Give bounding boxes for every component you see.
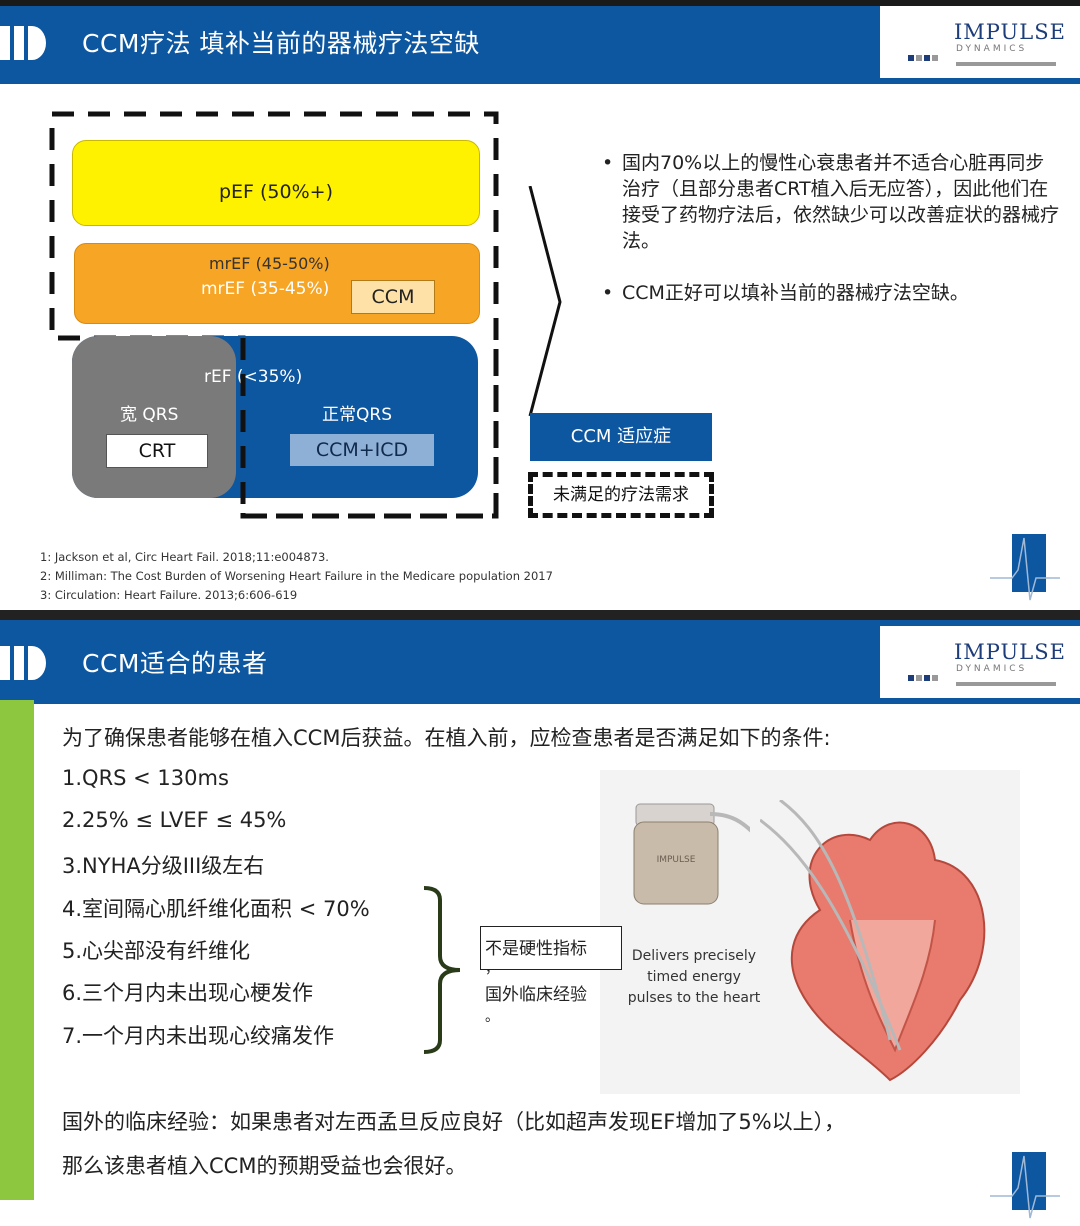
criterion-item: 4.室间隔心肌纤维化面积 < 70%	[62, 897, 370, 921]
crt-box: CRT	[106, 434, 208, 468]
criterion-item: 5.心尖部没有纤维化	[62, 939, 251, 963]
criterion-item: 2.25% ≤ LVEF ≤ 45%	[62, 808, 287, 832]
note-period: 。	[485, 1009, 499, 1025]
ref-label: rEF (<35%)	[204, 367, 303, 387]
intro-text: 为了确保患者能够在植入CCM后获益。在植入前，应检查患者是否满足如下的条件:	[62, 726, 831, 750]
section-bars-icon	[0, 26, 46, 60]
mref-label-1: mrEF (45-50%)	[209, 254, 330, 273]
header-top-stripe	[0, 0, 1080, 6]
reference-item: 2: Milliman: The Cost Burden of Worsenin…	[40, 569, 553, 583]
criterion-item: 7.一个月内未出现心绞痛发作	[62, 1024, 335, 1048]
note-line-2: 国外临床经验	[485, 985, 587, 1005]
note-box	[480, 926, 622, 970]
ccm-device-icon: IMPULSE	[633, 803, 750, 905]
slide-header: CCM适合的患者 IMPULSE DYNAMICS	[0, 620, 1080, 704]
logo-subtitle: DYNAMICS	[956, 44, 1028, 54]
slide-title: CCM疗法 填补当前的器械疗法空缺	[82, 29, 480, 58]
chevron-right-icon	[528, 186, 562, 417]
caption-line: timed energy	[647, 969, 741, 985]
ccm-icd-box: CCM+ICD	[290, 434, 434, 466]
slide-header: CCM疗法 填补当前的器械疗法空缺 IMPULSE DYNAMICS	[0, 0, 1080, 84]
illustration-caption: Delivers precisely timed energy pulses t…	[624, 946, 764, 1009]
mref-label-2: mrEF (35-45%)	[201, 279, 330, 299]
wide-qrs-box: 宽 QRS CRT	[72, 336, 236, 498]
reference-item: 3: Circulation: Heart Failure. 2013;6:60…	[40, 588, 298, 602]
pulse-wave-logo-icon	[990, 534, 1060, 601]
logo-dots-icon	[908, 666, 940, 685]
footer-text-line-2: 那么该患者植入CCM的预期受益也会很好。	[62, 1154, 467, 1178]
logo-dots-icon	[908, 46, 940, 65]
device-label: IMPULSE	[657, 855, 696, 865]
ccm-box: CCM	[351, 280, 435, 314]
criterion-item: 6.三个月内未出现心梗发作	[62, 981, 314, 1005]
accent-bar	[0, 700, 34, 1200]
criterion-item: 1.QRS < 130ms	[62, 766, 229, 790]
note-comma: ，	[485, 961, 499, 977]
curly-brace-icon	[423, 886, 461, 1054]
impulse-logo: IMPULSE DYNAMICS	[880, 626, 1080, 698]
caption-line: Delivers precisely	[631, 948, 757, 964]
wide-qrs-label: 宽 QRS	[120, 405, 179, 425]
criterion-item: 3.NYHA分级III级左右	[62, 854, 265, 878]
reference-item: 1: Jackson et al, Circ Heart Fail. 2018;…	[40, 550, 329, 564]
logo-subtitle: DYNAMICS	[956, 664, 1028, 674]
logo-underline	[956, 682, 1056, 686]
unmet-need-box: 未满足的疗法需求	[528, 472, 714, 518]
impulse-logo: IMPULSE DYNAMICS	[880, 6, 1080, 78]
bullet-item: 国内70%以上的慢性心衰患者并不适合心脏再同步治疗（且部分患者CRT植入后无应答…	[600, 150, 1060, 254]
ccm-indication-box: CCM 适应症	[530, 413, 712, 461]
mref-box: mrEF (45-50%) mrEF (35-45%) CCM	[74, 243, 480, 324]
dashed-outline	[49, 111, 499, 519]
slide-separator	[0, 610, 1080, 620]
slide-device-gap: CCM疗法 填补当前的器械疗法空缺 IMPULSE DYNAMICS pEF (…	[0, 0, 1080, 610]
caption-line: pulses to the heart	[627, 990, 761, 1006]
logo-wordmark: IMPULSE	[954, 20, 1066, 44]
bullet-list: 国内70%以上的慢性心衰患者并不适合心脏再同步治疗（且部分患者CRT植入后无应答…	[600, 150, 1060, 332]
slide-title: CCM适合的患者	[82, 649, 268, 678]
section-bars-icon	[0, 646, 46, 680]
pulse-wave-logo-icon	[990, 1152, 1060, 1219]
bullet-item: CCM正好可以填补当前的器械疗法空缺。	[600, 280, 1060, 306]
logo-wordmark: IMPULSE	[954, 640, 1066, 664]
ccm-device-illustration: IMPULSE Delivers precisely timed energy …	[600, 770, 1020, 1094]
logo-underline	[956, 62, 1056, 66]
slide-suitable-patients: CCM适合的患者 IMPULSE DYNAMICS 为了确保患者能够在植入CCM…	[0, 620, 1080, 1226]
pef-label: pEF (50%+)	[218, 181, 333, 203]
footer-text-line-1: 国外的临床经验：如果患者对左西孟旦反应良好（比如超声发现EF增加了5%以上），	[62, 1110, 846, 1134]
note-line-1: 不是硬性指标	[485, 939, 587, 959]
heart-icon	[760, 800, 986, 1082]
dashed-outline-front	[240, 338, 499, 519]
references: 1: Jackson et al, Circ Heart Fail. 2018;…	[40, 548, 553, 605]
pef-box: pEF (50%+)	[72, 140, 480, 226]
normal-qrs-label: 正常QRS	[322, 405, 392, 425]
